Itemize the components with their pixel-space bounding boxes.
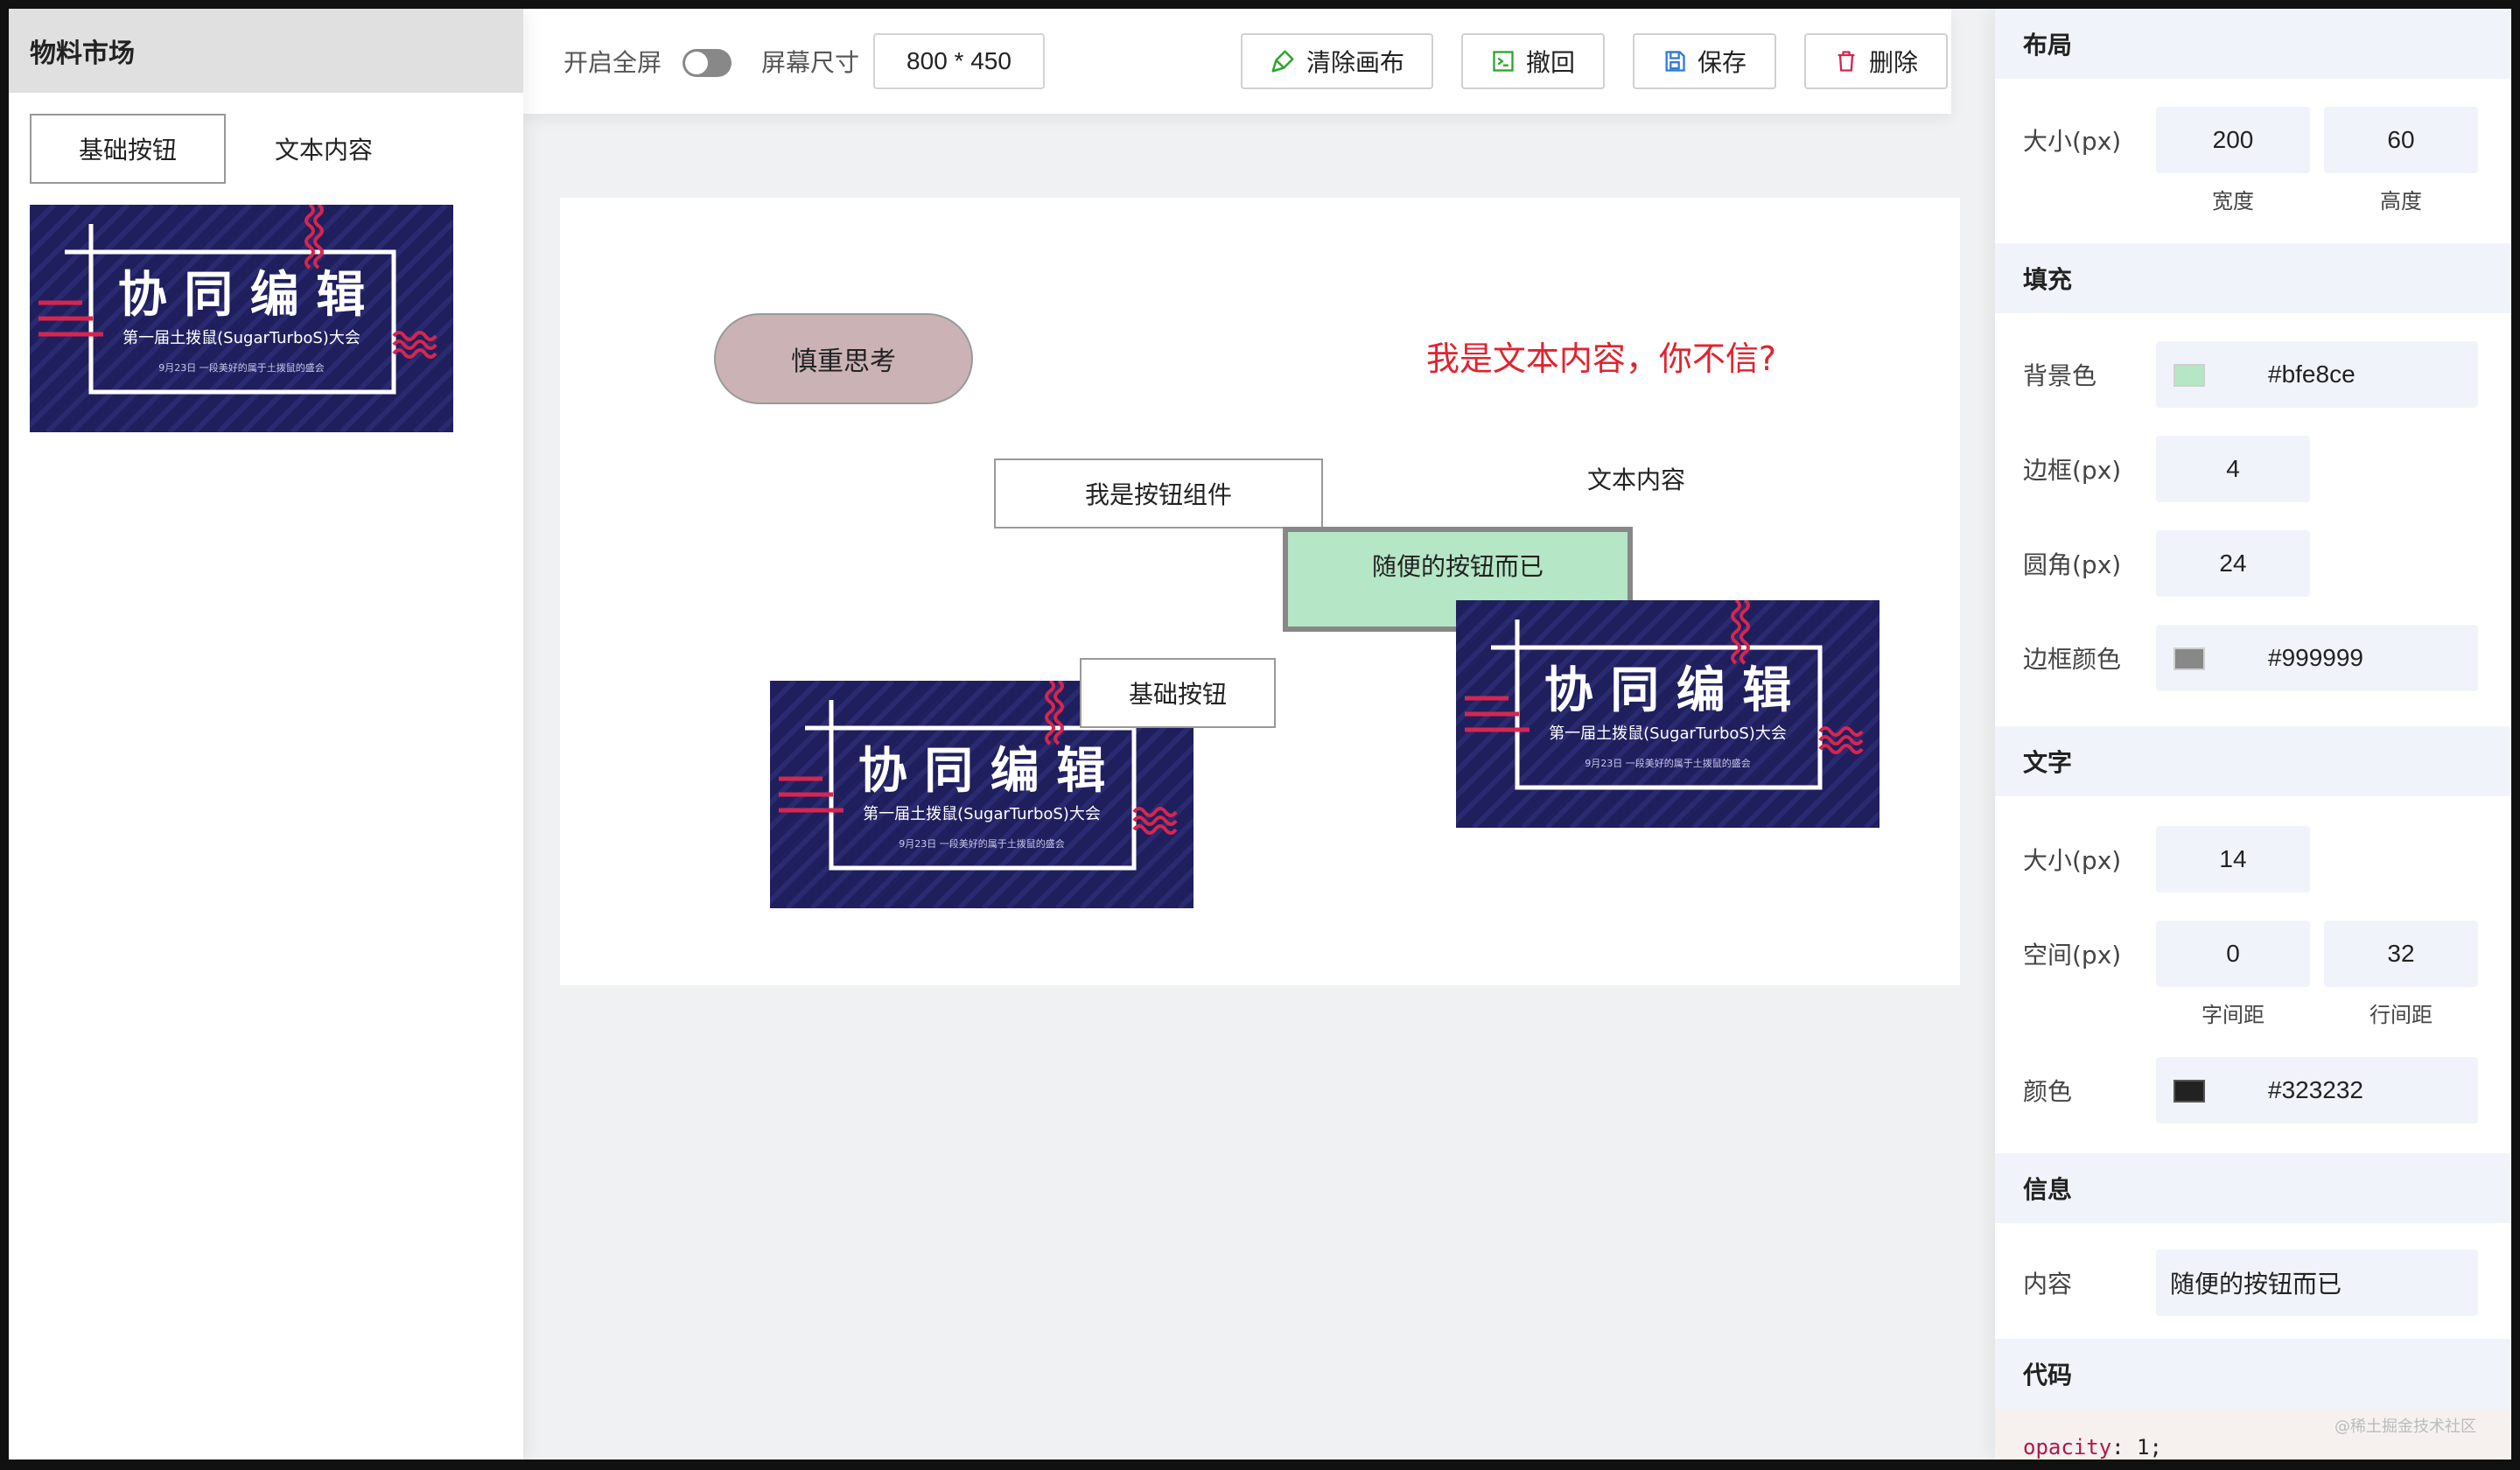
material-banner-image[interactable]: 协 同 编 辑第一届土拨鼠(SugarTurboS)大会 9月23日 一段美好的属… [30,205,453,432]
terminal-icon [1493,51,1514,72]
text-content-component[interactable]: 文本内容 [1586,466,1685,494]
clear-canvas-button[interactable]: 清除画布 [1241,33,1433,89]
banner-wave [392,331,438,341]
border-width-label: 边框(px) [2023,456,2122,485]
app-window: 物料市场 基础按钮 文本内容 协 同 编 辑第一届土拨鼠(SugarTurboS… [9,9,2511,1460]
material-market-panel: 物料市场 基础按钮 文本内容 协 同 编 辑第一届土拨鼠(SugarTurboS… [9,9,523,1460]
screen-size-input[interactable] [873,33,1045,89]
banner-wave [1731,600,1741,665]
banner-wave [392,340,438,350]
pill-button-careful-thinking[interactable]: 慎重思考 [714,313,973,404]
radius-label: 圆角(px) [2023,550,2122,579]
red-text-component[interactable]: 我是文本内容，你不信? [1425,339,1777,378]
material-tabs: 基础按钮 文本内容 [30,114,523,184]
section-layout-header: 布局 [1995,9,2511,79]
editor-canvas[interactable]: 慎重思考 我是文本内容，你不信? 我是按钮组件 文本内容 随便的按钮而已 协 同… [560,198,1960,985]
text-color-input[interactable]: #323232 [2156,1057,2478,1124]
fullscreen-label: 开启全屏 [564,48,662,77]
content-label: 内容 [2023,1270,2073,1298]
code-line: opacity: 1; [2023,1435,2162,1460]
bg-color-input[interactable]: #bfe8ce [2156,341,2478,408]
font-size-input[interactable]: 14 [2156,826,2310,892]
border-color-input[interactable]: #999999 [2156,625,2478,691]
undo-label: 撤回 [1525,48,1575,77]
bg-color-swatch[interactable] [2174,364,2205,387]
section-code-header: 代码 [1995,1339,2511,1409]
banner-footer: 9月23日 一段美好的属于土拨鼠的盛会 [899,837,1065,850]
banner-subtitle: 第一届土拨鼠(SugarTurboS)大会 [122,329,360,347]
banner-footer: 9月23日 一段美好的属于土拨鼠的盛会 [158,361,325,374]
border-width-input[interactable]: 4 [2156,436,2310,502]
size-label: 大小(px) [2023,127,2122,156]
border-color-label: 边框颜色 [2023,645,2122,674]
banner-wave [1740,600,1750,665]
delete-label: 删除 [1868,48,1918,77]
undo-button[interactable]: 撤回 [1461,33,1605,89]
text-color-value: #323232 [2268,1076,2364,1103]
banner-image-left[interactable]: 协 同 编 辑第一届土拨鼠(SugarTurboS)大会 9月23日 一段美好的属… [770,681,1194,908]
radius-input[interactable]: 24 [2156,530,2310,597]
screen-size-label: 屏幕尺寸 [761,48,860,77]
toolbar: 开启全屏 屏幕尺寸 清除画布 撤回 保存 删除 [523,9,1951,114]
banner-wave [1132,824,1178,835]
save-button[interactable]: 保存 [1633,33,1776,89]
banner-wave [1818,744,1864,754]
banner-subtitle: 第一届土拨鼠(SugarTurboS)大会 [1549,724,1787,743]
height-input[interactable]: 60 [2324,107,2478,173]
section-fill-header: 填充 [1995,243,2511,313]
banner-wave [1054,681,1064,746]
properties-panel: 布局 大小(px) 200 60 宽度 高度 填充 背景色 #bfe8ce 边框… [1995,9,2511,1460]
broom-icon [1271,50,1294,73]
banner-title: 协 同 编 辑 [118,267,366,324]
banner-wave [1132,816,1178,826]
height-caption: 高度 [2380,189,2422,214]
button-component[interactable]: 我是按钮组件 [994,458,1323,528]
section-info-header: 信息 [1995,1153,2511,1223]
code-value: 1; [2124,1435,2162,1460]
toggle-knob [685,52,708,74]
tab-text-content[interactable]: 文本内容 [274,136,373,164]
clear-canvas-label: 清除画布 [1306,48,1404,77]
banner-wave [1045,681,1055,746]
letter-spacing-input[interactable]: 0 [2156,920,2310,987]
width-input[interactable]: 200 [2156,107,2310,173]
spacing-label: 空间(px) [2023,941,2122,970]
basic-button-component[interactable]: 基础按钮 [1080,658,1276,728]
delete-button[interactable]: 删除 [1804,33,1948,89]
text-color-label: 颜色 [2023,1077,2073,1106]
section-text-header: 文字 [1995,726,2511,796]
banner-title: 协 同 编 辑 [1544,662,1792,719]
font-size-label: 大小(px) [2023,846,2122,875]
banner-wave [1818,735,1864,746]
text-color-swatch[interactable] [2174,1080,2205,1102]
line-height-caption: 行间距 [2370,1003,2432,1027]
content-input[interactable]: 随便的按钮而已 [2156,1250,2478,1316]
banner-wave [1132,807,1178,817]
banner-subtitle: 第一届土拨鼠(SugarTurboS)大会 [863,805,1101,823]
banner-wave [392,348,438,359]
banner-title: 协 同 编 辑 [858,743,1106,800]
code-property: opacity [2023,1435,2112,1460]
banner-image-right[interactable]: 协 同 编 辑第一届土拨鼠(SugarTurboS)大会 9月23日 一段美好的属… [1456,600,1880,828]
line-height-input[interactable]: 32 [2324,920,2478,987]
banner-footer: 9月23日 一段美好的属于土拨鼠的盛会 [1585,757,1751,769]
code-area[interactable]: opacity: 1; @稀土掘金技术社区 [1995,1409,2511,1460]
save-label: 保存 [1697,48,1746,77]
trash-icon [1838,51,1855,72]
banner-wave [304,205,315,270]
fullscreen-toggle[interactable] [682,49,732,77]
border-color-value: #999999 [2268,644,2364,671]
bg-color-value: #bfe8ce [2268,360,2356,388]
letter-spacing-caption: 字间距 [2202,1003,2264,1027]
save-icon [1665,51,1685,72]
watermark: @稀土掘金技术社区 [2334,1418,2476,1436]
banner-wave [313,205,324,270]
tab-basic-button[interactable]: 基础按钮 [30,114,226,184]
material-market-title: 物料市场 [9,9,523,93]
border-color-swatch[interactable] [2174,648,2205,670]
bg-color-label: 背景色 [2023,361,2097,390]
width-caption: 宽度 [2212,189,2254,214]
banner-wave [1818,726,1864,737]
